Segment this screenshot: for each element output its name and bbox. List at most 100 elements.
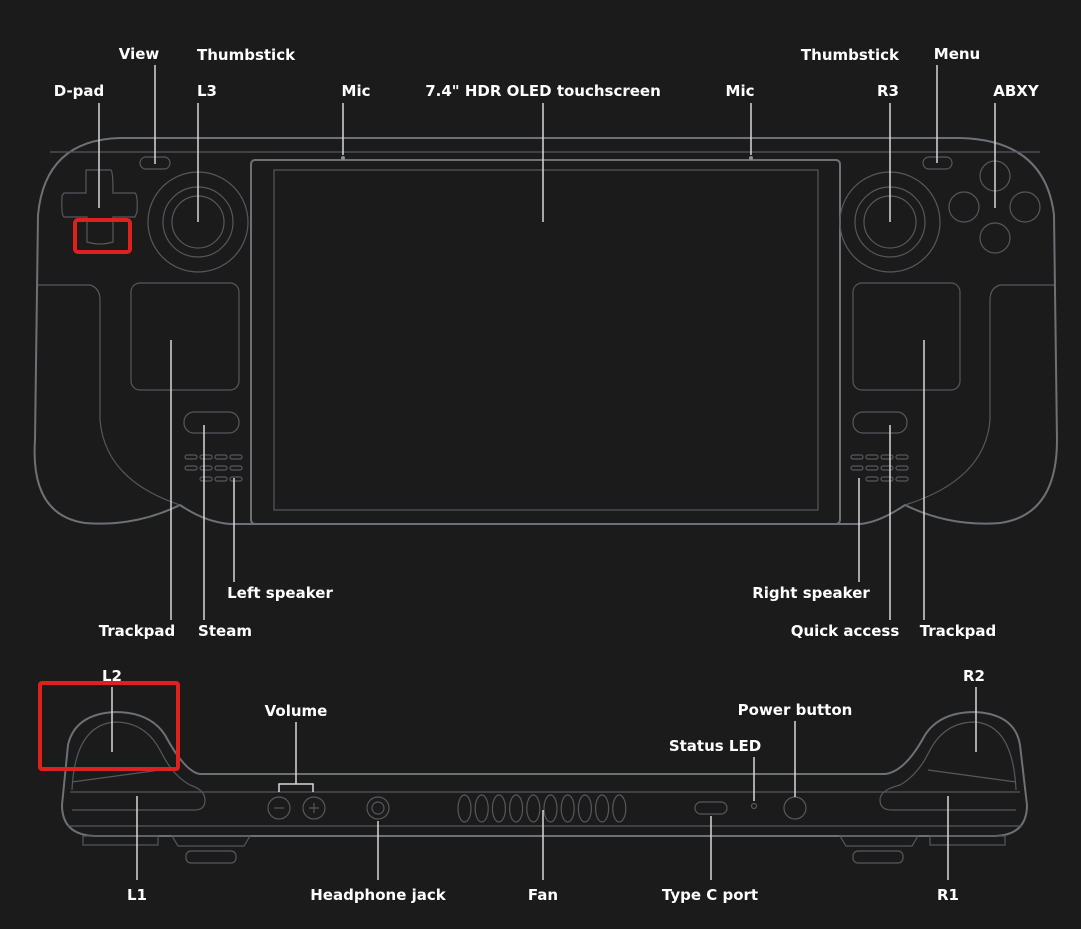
- fan-slot: [509, 794, 524, 823]
- label-right-speaker: Right speaker: [752, 584, 870, 602]
- right-speaker-grille: [850, 454, 909, 482]
- label-headphone-jack: Headphone jack: [310, 886, 447, 904]
- right-trackpad: [852, 282, 961, 391]
- r1-bumper: [879, 721, 1017, 811]
- label-r1: R1: [937, 886, 959, 904]
- label-l1: L1: [127, 886, 147, 904]
- l2-divider: [71, 769, 161, 783]
- right-stick-cap-side: [852, 850, 904, 864]
- a-button: [979, 222, 1011, 254]
- fan-slot: [491, 794, 506, 823]
- speaker-slot: [880, 476, 894, 482]
- right-stick-side: [838, 835, 920, 847]
- speaker-slot: [895, 454, 909, 460]
- label-steam: Steam: [198, 622, 252, 640]
- label-dpad: D-pad: [54, 82, 105, 100]
- speaker-slot: [214, 476, 228, 482]
- fan-slot: [474, 794, 489, 823]
- plus-icon: [309, 803, 319, 813]
- label-mic-left: Mic: [342, 82, 371, 100]
- l2-highlight-box: [38, 681, 180, 771]
- status-led: [750, 802, 758, 810]
- steam-button: [183, 411, 240, 434]
- left-foot: [82, 835, 159, 846]
- label-touchscreen: 7.4" HDR OLED touchscreen: [425, 82, 661, 100]
- label-menu: Menu: [934, 45, 980, 63]
- fan-slot: [577, 794, 593, 823]
- fan-slot: [457, 794, 472, 823]
- fan-slot: [612, 794, 627, 823]
- fan-slot: [594, 794, 610, 823]
- left-stick-side: [170, 835, 252, 847]
- speaker-slot: [199, 465, 213, 471]
- left-stick-cap-side: [185, 850, 237, 864]
- headphone-jack: [366, 796, 390, 820]
- label-r3: R3: [877, 82, 899, 100]
- label-quick-access: Quick access: [791, 622, 900, 640]
- device-top: [38, 681, 1029, 864]
- screen-bezel: [250, 159, 841, 525]
- speaker-slot: [184, 465, 198, 471]
- label-status-led: Status LED: [669, 737, 761, 755]
- label-volume: Volume: [265, 702, 328, 720]
- speaker-slot: [214, 465, 228, 471]
- label-trackpad-right: Trackpad: [920, 622, 997, 640]
- right-grip-line: [904, 284, 1054, 506]
- x-button: [948, 191, 980, 223]
- label-view: View: [119, 45, 160, 63]
- label-left-speaker: Left speaker: [227, 584, 333, 602]
- speaker-slot: [229, 465, 243, 471]
- label-mic-right: Mic: [726, 82, 755, 100]
- fan-slot: [526, 794, 541, 823]
- fan-vents: [457, 794, 627, 823]
- type-c-port: [694, 801, 728, 815]
- volume-up-button: [302, 796, 326, 820]
- speaker-slot: [865, 476, 879, 482]
- dpad-highlight-box: [73, 218, 132, 254]
- label-trackpad-left: Trackpad: [99, 622, 176, 640]
- speaker-slot: [850, 465, 864, 471]
- left-trackpad: [130, 282, 240, 391]
- speaker-slot: [229, 476, 243, 482]
- r2-divider: [927, 769, 1017, 783]
- top-body-outline: [60, 710, 1029, 837]
- labels: View Thumbstick L3 D-pad Mic 7.4" HDR OL…: [54, 45, 1040, 904]
- speaker-slot: [895, 476, 909, 482]
- fan-slot: [560, 794, 575, 823]
- label-l2: L2: [102, 667, 122, 685]
- speaker-slot: [184, 454, 198, 460]
- label-type-c-port: Type C port: [662, 886, 758, 904]
- dpad: [61, 169, 138, 245]
- label-thumbstick-l3: Thumbstick: [197, 46, 296, 64]
- label-fan: Fan: [528, 886, 558, 904]
- label-abxy: ABXY: [993, 82, 1040, 100]
- left-speaker-grille: [184, 454, 243, 482]
- speaker-slot: [865, 465, 879, 471]
- label-thumbstick-r3: Thumbstick: [801, 46, 900, 64]
- label-power-button: Power button: [738, 701, 853, 719]
- fan-slot: [543, 794, 558, 823]
- device-body-outline: [33, 137, 1059, 525]
- speaker-slot: [229, 454, 243, 460]
- speaker-slot: [199, 454, 213, 460]
- mic-right-icon: [749, 156, 753, 160]
- label-r2: R2: [963, 667, 985, 685]
- headphone-jack-inner: [371, 801, 385, 815]
- quick-access-button: [852, 411, 908, 434]
- speaker-slot: [214, 454, 228, 460]
- speaker-slot: [895, 465, 909, 471]
- right-foot: [929, 835, 1006, 846]
- mic-left-icon: [341, 156, 345, 160]
- speaker-slot: [850, 454, 864, 460]
- volume-down-button: [267, 796, 291, 820]
- speaker-slot: [880, 454, 894, 460]
- label-l3: L3: [197, 82, 217, 100]
- device-front: [33, 137, 1059, 525]
- left-grip-line: [38, 284, 181, 506]
- power-button: [783, 796, 807, 820]
- leader-lines: [98, 65, 996, 880]
- touchscreen: [273, 169, 819, 511]
- speaker-slot: [880, 465, 894, 471]
